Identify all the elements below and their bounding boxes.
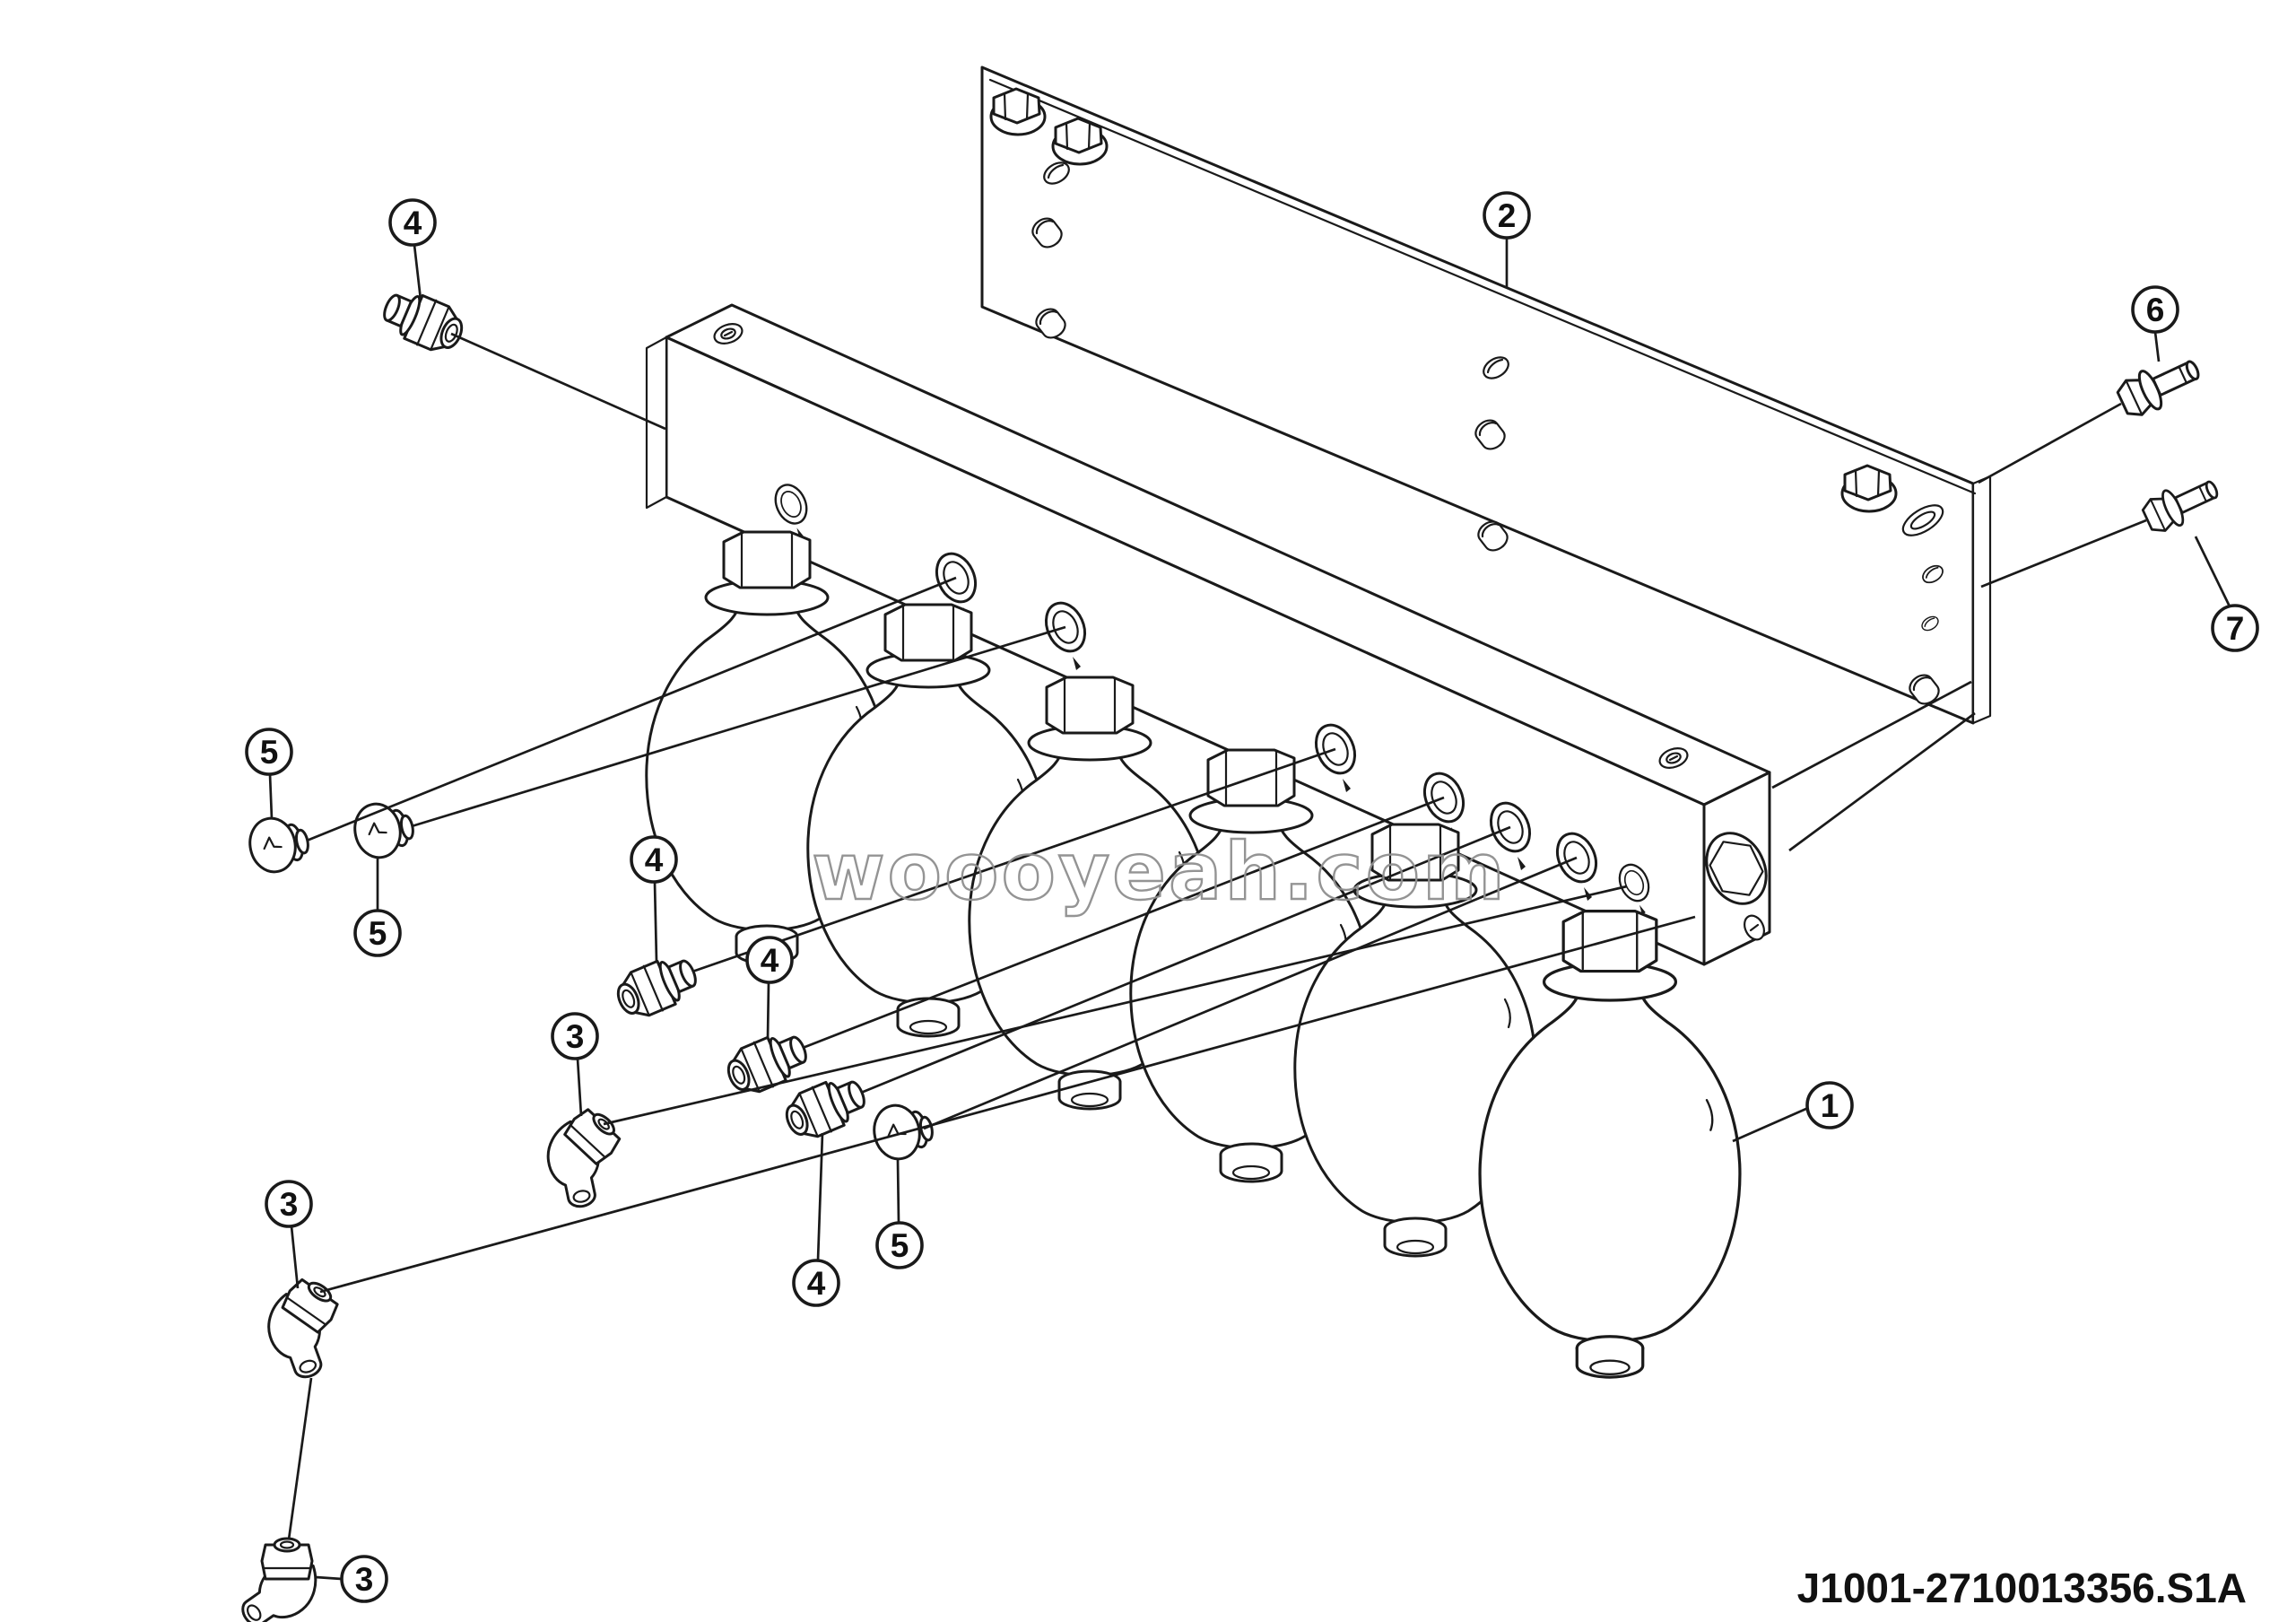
callout-leader-1 — [1732, 1106, 1809, 1143]
callout-number: 5 — [260, 734, 279, 771]
watermark-text: woooyeah.com — [812, 825, 1508, 918]
callout-balloon-2 — [1483, 191, 1531, 240]
mounting-plate — [980, 65, 1992, 725]
callout-balloon-5 — [245, 728, 293, 776]
callout-balloon-4 — [745, 936, 794, 984]
callout-balloon-4 — [388, 198, 437, 247]
callout-leader-4 — [766, 981, 770, 1040]
plug-screw — [867, 1097, 938, 1165]
callout-balloon-4 — [630, 835, 678, 884]
callout-leader-6 — [2153, 331, 2161, 362]
elbow-fitting — [536, 1094, 640, 1213]
callout-number: 4 — [645, 842, 664, 878]
callout-number: 2 — [1498, 197, 1517, 234]
plate-bolt — [1840, 464, 1898, 513]
callout-number: 3 — [280, 1186, 299, 1223]
plug-screw — [348, 796, 419, 864]
block-left-edge — [645, 336, 668, 510]
elbow-fitting — [251, 1260, 366, 1386]
callout-balloon-3 — [551, 1012, 599, 1060]
callout-number: 6 — [2146, 292, 2165, 328]
manifold-block — [645, 303, 1771, 966]
callout-number: 3 — [355, 1561, 374, 1598]
callout-number: 7 — [2226, 610, 2245, 647]
plate-thickness-line — [988, 78, 1977, 495]
plate-edge — [1971, 475, 1992, 725]
callout-balloons: 1 2 3 3 3 4 4 4 4 5 5 5 6 7 — [245, 191, 2259, 1603]
callout-leader-3 — [576, 1058, 583, 1117]
leader-lines — [287, 332, 1696, 1540]
callout-balloon-1 — [1805, 1081, 1854, 1129]
callout-leader-4 — [653, 881, 658, 963]
accumulator — [1478, 909, 1742, 1379]
callout-number: 4 — [404, 205, 422, 241]
callout-leader-3 — [315, 1575, 343, 1581]
callout-number: 5 — [369, 915, 387, 952]
end-hex-plug — [1705, 832, 1768, 905]
callout-balloon-6 — [2131, 285, 2179, 334]
plate-bolt — [989, 87, 1047, 136]
callout-leader-3 — [290, 1225, 300, 1289]
elbow-fitting — [212, 1513, 344, 1622]
callout-number: 4 — [761, 942, 779, 979]
callout-leader-5 — [268, 773, 274, 820]
callout-leader-5 — [896, 1159, 900, 1224]
callout-balloon-5 — [353, 909, 402, 957]
callout-leader-7 — [2194, 536, 2231, 607]
callout-leader-4 — [816, 1132, 824, 1261]
flange-bolt — [2137, 469, 2225, 538]
bulkhead-fitting — [375, 282, 471, 361]
callout-balloon-7 — [2211, 604, 2259, 652]
callout-leader-4 — [413, 244, 422, 301]
callout-balloon-4 — [792, 1259, 840, 1307]
bulkhead-fitting — [778, 1068, 874, 1147]
callout-number: 5 — [891, 1227, 909, 1264]
callout-balloon-5 — [875, 1221, 924, 1269]
drawing-number: J1001-2710013356.S1A — [1797, 1565, 2247, 1611]
callout-number: 1 — [1821, 1087, 1839, 1124]
callout-balloon-3 — [340, 1555, 388, 1603]
plate-bolt — [1051, 117, 1109, 166]
plug-screw — [243, 810, 314, 878]
callout-balloon-3 — [265, 1180, 313, 1228]
bolt-axis-lines — [1771, 402, 2147, 852]
end-screw — [1744, 914, 1765, 941]
callout-number: 4 — [807, 1265, 826, 1302]
callout-number: 3 — [566, 1018, 585, 1055]
